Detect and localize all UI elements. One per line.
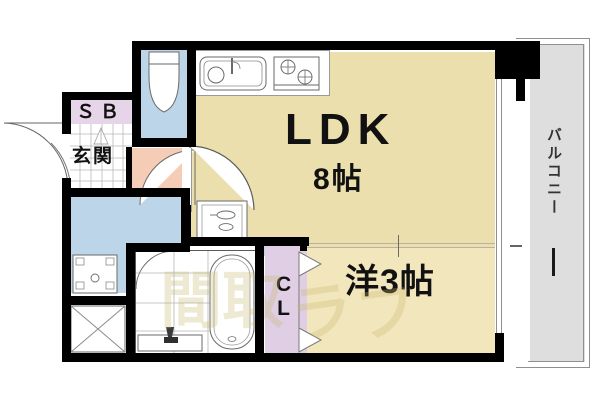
genkan-label: 玄関: [72, 146, 115, 167]
wall-door-jamb-left-lower: [62, 178, 71, 190]
floor-divider-line-b: [305, 247, 495, 248]
wall-left-outer: [62, 188, 71, 362]
wall-hall-left: [126, 147, 132, 192]
wall-toilet-bottom: [132, 138, 196, 147]
ldk-room-transition: [305, 240, 495, 248]
toilet-icon: [148, 51, 180, 113]
wall-door-jamb-left: [62, 124, 71, 134]
wall-toilet-left: [132, 41, 141, 146]
wall-right-lower-stub: [495, 333, 504, 362]
wall-genkan-top: [62, 92, 134, 100]
genkan-tile-grid: [70, 124, 132, 188]
wall-room-right-window: [496, 247, 497, 333]
wall-hall-step-bottom: [126, 188, 190, 197]
ldk-floor-upper-right: [330, 52, 495, 100]
balcony-outer-edge-bottom: [516, 367, 590, 368]
wall-ldk-right-upper: [495, 41, 503, 55]
wall-column-stub: [516, 79, 525, 101]
wall-sill-marker-right: [510, 245, 522, 247]
wall-bath-entry-stub: [255, 237, 264, 251]
wall-ldk-right-window-2: [501, 79, 502, 247]
wall-bottom-main: [62, 353, 504, 362]
balcony-outer-edge-top: [516, 38, 590, 39]
balcony-rail-line-top: [528, 44, 584, 45]
wall-ps-top: [62, 296, 126, 305]
balcony-rail-line-bottom: [528, 361, 584, 362]
hall-void: [182, 148, 192, 212]
balcony-area: [530, 44, 585, 362]
wall-washroom-bath-top: [126, 243, 190, 252]
entrance-door-leaf[interactable]: [3, 122, 74, 194]
balcony-outer-edge-right: [589, 38, 590, 368]
wall-hall-ldk: [182, 205, 191, 245]
bathroom-fixtures: [135, 250, 256, 353]
wall-washroom-divider: [126, 243, 135, 305]
ldk-size-label: 8帖: [313, 163, 364, 196]
washing-machine-pan-icon: [72, 254, 118, 294]
closet-label-line1: C: [276, 273, 292, 296]
wall-bath-right: [255, 243, 264, 358]
wall-bath-left: [126, 296, 135, 358]
floor-divider-line-a: [305, 243, 495, 244]
wall-kitchen-left: [187, 41, 196, 99]
pipe-shaft-icon: [70, 305, 126, 353]
wall-top-main: [133, 41, 495, 50]
kitchen-sink-icon: [199, 56, 267, 91]
ldk-label: LDK: [285, 105, 397, 154]
wall-room-right-window-2: [501, 247, 502, 333]
closet-label: C L: [276, 273, 291, 321]
washbasin-vanity-icon: [196, 200, 248, 244]
wall-ldk-right-window: [496, 79, 497, 247]
balcony-label: バルコニー: [545, 127, 562, 217]
gas-stove-icon: [273, 56, 320, 91]
window-mullion-balcony: [552, 248, 555, 276]
balcony-rail-inner: [583, 44, 584, 362]
closet-label-line2: L: [277, 297, 290, 321]
floor-divider-tick: [398, 235, 399, 257]
wall-ldk-bottom-left: [181, 237, 269, 246]
wall-closet-right: [300, 243, 307, 251]
shoebox-label: ＳＢ: [76, 102, 125, 123]
western-room-floor: [305, 245, 495, 358]
shoebox-area: [70, 98, 132, 124]
wall-left-genkan-top: [62, 92, 71, 124]
closet-door-icons[interactable]: [298, 250, 323, 354]
wall-closet-top: [261, 237, 309, 246]
western-room-label: 洋3帖: [345, 263, 435, 301]
washroom-floor: [68, 197, 188, 249]
